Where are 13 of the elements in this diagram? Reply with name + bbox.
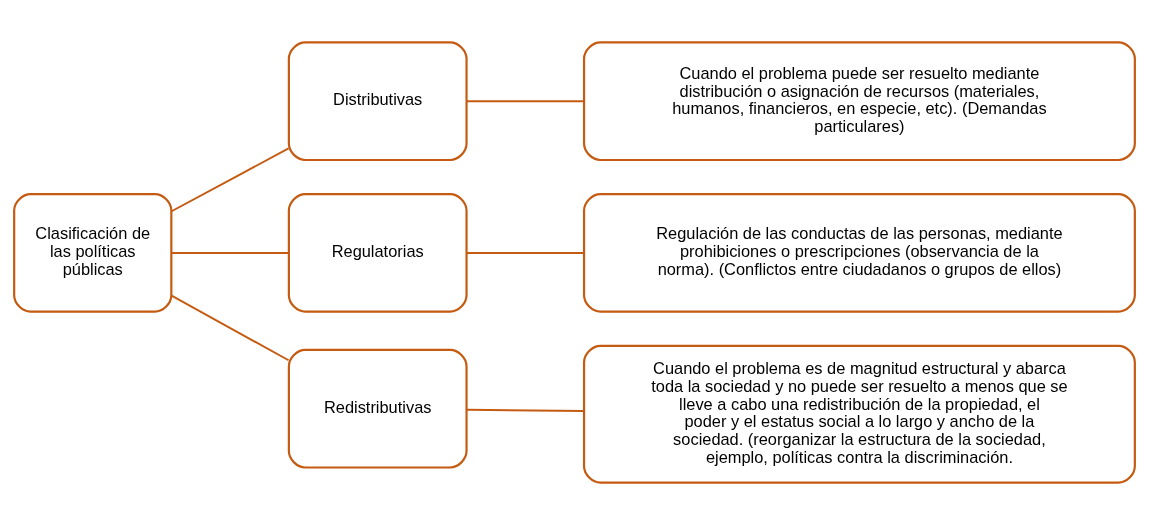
connector — [465, 99, 585, 102]
node-box: Cuando el problema es de magnitud estructural y abarca toda la sociedad y no puede ser resuelto a menos que se lleve a cabo una redistribución de la propiedad, el poder y el estatus social a lo largo y ancho de la sociedad. (reorganizar la estructura de la sociedad, ejemplo, políticas contra la discriminación. — [582, 344, 1136, 484]
node-box: Distributivas — [287, 40, 468, 161]
connector — [170, 251, 290, 254]
node-box: Regulación de las conductas de las personas, mediante prohibiciones o prescripciones (observancia de la norma). (Conflictos entre ciudadanos o grupos de ellos) — [582, 192, 1136, 313]
connector — [465, 408, 585, 412]
connector — [170, 294, 290, 361]
node-box: Cuando el problema puede ser resuelto mediante distribución o asignación de recursos (materiales, humanos, financieros, en especie, etc). (Demandas particulares) — [582, 40, 1136, 161]
node-box: Regulatorias — [287, 192, 468, 313]
connector — [170, 146, 290, 212]
connector — [465, 251, 585, 254]
node-box: Clasificación de las políticas públicas — [13, 192, 173, 313]
node-box: Redistributivas — [287, 348, 468, 469]
